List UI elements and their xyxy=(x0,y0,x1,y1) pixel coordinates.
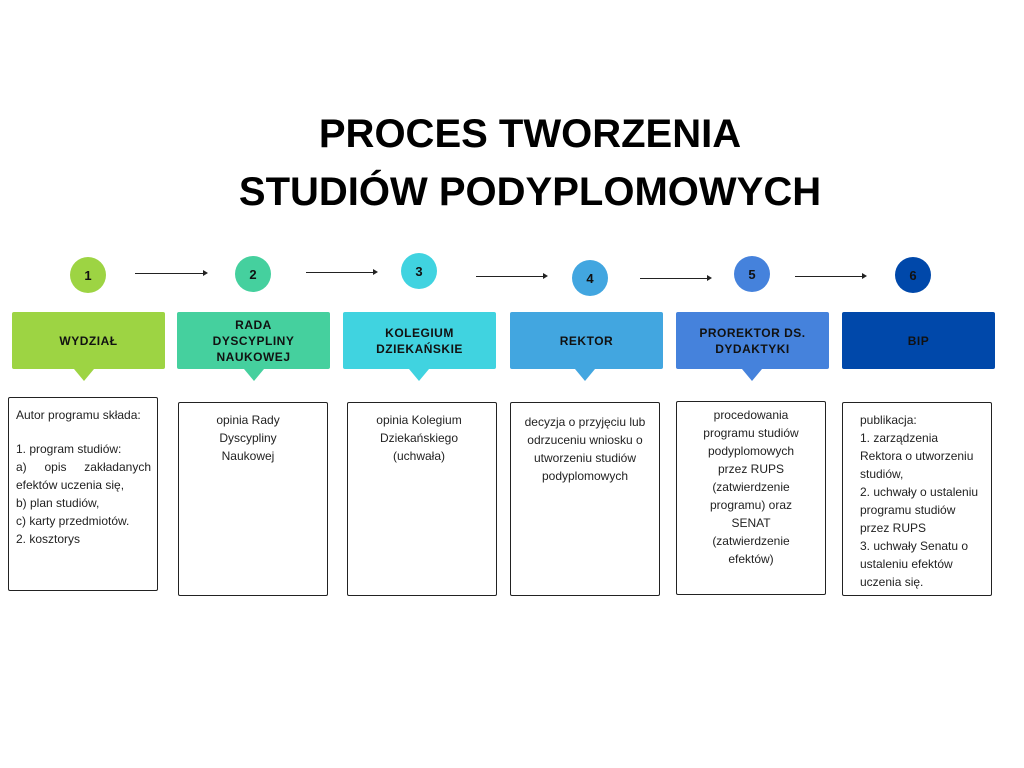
arrow-icon xyxy=(640,275,712,281)
step-2-number: 2 xyxy=(235,256,271,292)
description-line: Autor programu składa: xyxy=(16,408,141,422)
pointer-icon xyxy=(575,369,595,381)
description-line: 3. uchwały Senatu o ustaleniu efektów uc… xyxy=(860,539,969,589)
description-text: opis xyxy=(44,460,67,474)
step-6-number: 6 xyxy=(895,257,931,293)
step-2-description: opinia Rady Dyscypliny Naukowej xyxy=(178,402,328,596)
arrow-icon xyxy=(135,270,208,276)
description-text: zakładanych xyxy=(84,460,151,474)
step-3-description: opinia Kolegium Dziekańskiego (uchwała) xyxy=(347,402,497,596)
arrow-icon xyxy=(795,273,867,279)
step-5-description: procedowania programu studiów podyplomow… xyxy=(676,401,826,595)
step-1-number: 1 xyxy=(70,257,106,293)
description-line: c) karty przedmiotów. xyxy=(16,514,130,528)
step-5-number: 5 xyxy=(734,256,770,292)
pointer-icon xyxy=(74,369,94,381)
step-1-description: Autor programu składa: 1. program studió… xyxy=(8,397,158,591)
arrow-icon xyxy=(476,273,548,279)
title-line-1: PROCES TWORZENIA xyxy=(318,112,742,156)
description-line: efektów uczenia się, xyxy=(16,478,125,492)
step-5-header: PROREKTOR DS. DYDAKTYKI xyxy=(676,312,829,369)
description-line: 1. program studiów: xyxy=(16,442,122,456)
description-line: a) opis zakładanych xyxy=(16,458,151,476)
description-line: b) plan studiów, xyxy=(16,496,100,510)
step-4-header: REKTOR xyxy=(510,312,663,369)
pointer-icon xyxy=(244,369,264,381)
arrow-icon xyxy=(306,269,378,275)
description-line: publikacja: xyxy=(860,413,917,427)
description-line: 1. zarządzenia Rektora o utworzeniu stud… xyxy=(860,431,974,481)
step-4-description: decyzja o przyjęciu lub odrzuceniu wnios… xyxy=(510,402,660,596)
description-line: 2. uchwały o ustaleniu programu studiów … xyxy=(860,485,979,535)
step-3-number: 3 xyxy=(401,253,437,289)
pointer-icon xyxy=(742,369,762,381)
step-6-header: BIP xyxy=(842,312,995,369)
title-line-2: STUDIÓW PODYPLOMOWYCH xyxy=(238,170,822,214)
step-6-description: publikacja: 1. zarządzenia Rektora o utw… xyxy=(842,402,992,596)
step-2-header: RADA DYSCYPLINY NAUKOWEJ xyxy=(177,312,330,369)
description-text: a) xyxy=(16,460,27,474)
step-3-header: KOLEGIUM DZIEKAŃSKIE xyxy=(343,312,496,369)
step-1-header: WYDZIAŁ xyxy=(12,312,165,369)
description-line: 2. kosztorys xyxy=(16,532,81,546)
step-4-number: 4 xyxy=(572,260,608,296)
pointer-icon xyxy=(409,369,429,381)
